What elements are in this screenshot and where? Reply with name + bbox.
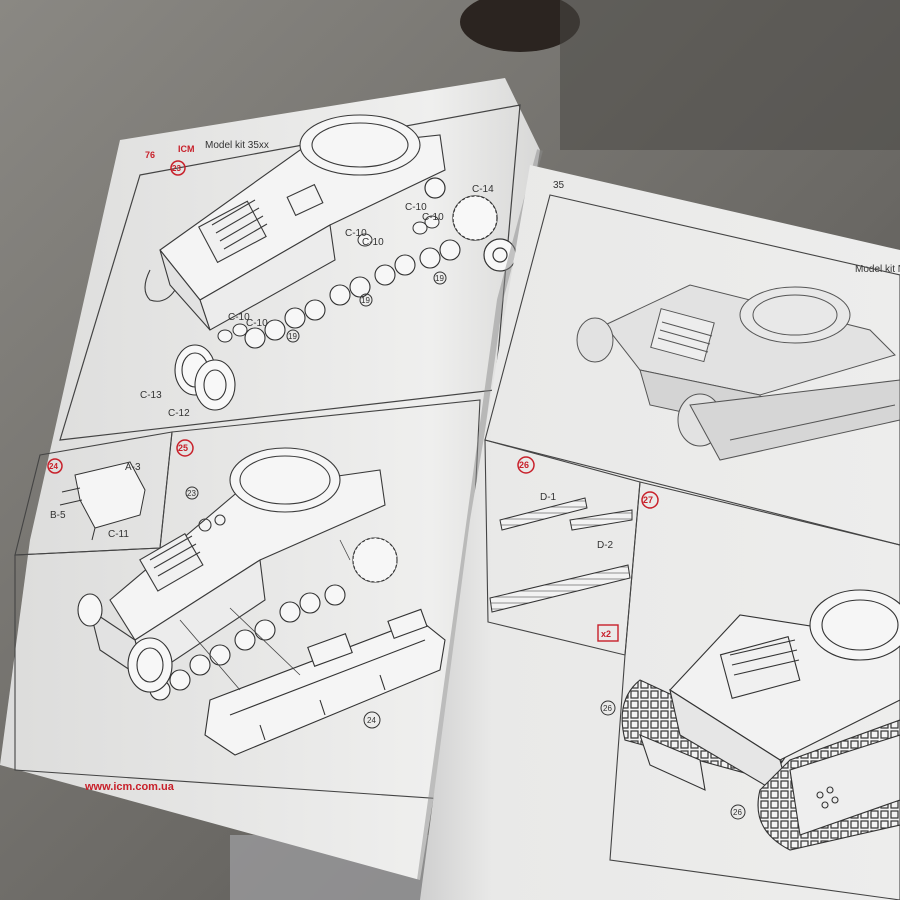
label-c10-b: C-10 <box>422 212 444 223</box>
svg-text:26: 26 <box>603 704 612 713</box>
svg-text:26: 26 <box>733 808 742 817</box>
label-c10-a: C-10 <box>405 202 427 213</box>
step25-badge: 25 <box>176 439 194 457</box>
tank-hull-drawing-upper <box>144 114 446 331</box>
completed-tank-drawing <box>576 284 900 461</box>
circle-ref-24: 24 <box>363 711 381 729</box>
circle-ref-26-b: 26 <box>730 804 746 820</box>
svg-text:19: 19 <box>361 296 370 305</box>
right-page-number: 35 <box>553 180 565 191</box>
dark-shadow-right <box>560 0 900 150</box>
svg-text:27: 27 <box>643 495 653 505</box>
svg-text:24: 24 <box>367 716 376 725</box>
svg-text:24: 24 <box>49 462 58 471</box>
circle-ref-19-a: 19 <box>433 271 447 285</box>
label-c10-c: C-10 <box>345 228 367 239</box>
brand-logo: ICM <box>178 144 195 154</box>
label-c10-f: C-10 <box>246 318 268 329</box>
label-c12: C-12 <box>168 408 190 419</box>
tank-hull-drawing-lower <box>89 447 386 682</box>
label-c13: C-13 <box>140 390 162 401</box>
svg-text:23: 23 <box>187 489 196 498</box>
step27-panel <box>609 481 900 900</box>
svg-text:25: 25 <box>178 443 188 453</box>
svg-text:23: 23 <box>172 164 181 173</box>
tracked-tank-drawing <box>621 589 900 851</box>
part-labels-upper: C-14 C-10 C-10 C-10 C-10 C-10 C-10 C-13 … <box>140 184 494 419</box>
return-rollers <box>217 215 440 343</box>
step24-badge: 24 <box>47 458 63 474</box>
fender-part-drawing <box>59 461 146 541</box>
svg-text:26: 26 <box>519 460 529 470</box>
label-c14: C-14 <box>472 184 494 195</box>
label-b5: B-5 <box>50 510 66 521</box>
label-a3: A-3 <box>125 462 141 473</box>
step27-badge: 27 <box>641 491 659 509</box>
circle-ref-19-b: 19 <box>359 293 373 307</box>
label-c11: C-11 <box>108 529 129 540</box>
quantity-x2-badge: x2 <box>597 624 619 642</box>
left-page: 76 ICM Model kit 35xx 23 <box>0 78 540 880</box>
fender-rail-part <box>204 608 446 756</box>
idler-wheels <box>174 344 236 411</box>
road-wheels-lower <box>77 537 398 701</box>
step26-badge: 26 <box>517 456 535 474</box>
road-wheels-upper <box>244 239 461 349</box>
circle-ref-23: 23 <box>185 486 199 500</box>
right-page: 35 Model kit No 26 D-1 D-2 <box>420 165 900 900</box>
label-c10-e: C-10 <box>228 312 250 323</box>
svg-text:19: 19 <box>435 274 444 283</box>
assembly-arrows <box>179 539 351 691</box>
track-link-rails <box>489 497 633 613</box>
svg-text:x2: x2 <box>601 629 611 639</box>
left-header-text: Model kit 35xx <box>205 140 269 151</box>
label-d1: D-1 <box>540 492 557 503</box>
website-url: www.icm.com.ua <box>84 781 175 793</box>
left-page-number: 76 <box>145 150 155 160</box>
step23-badge: 23 <box>170 160 186 176</box>
circle-ref-26-a: 26 <box>600 700 616 716</box>
dark-object-top <box>460 0 580 52</box>
label-c10-d: C-10 <box>362 237 384 248</box>
label-d2: D-2 <box>597 540 614 551</box>
completed-tank-panel <box>484 194 900 546</box>
svg-text:19: 19 <box>288 332 297 341</box>
circle-ref-19-c: 19 <box>286 329 300 343</box>
